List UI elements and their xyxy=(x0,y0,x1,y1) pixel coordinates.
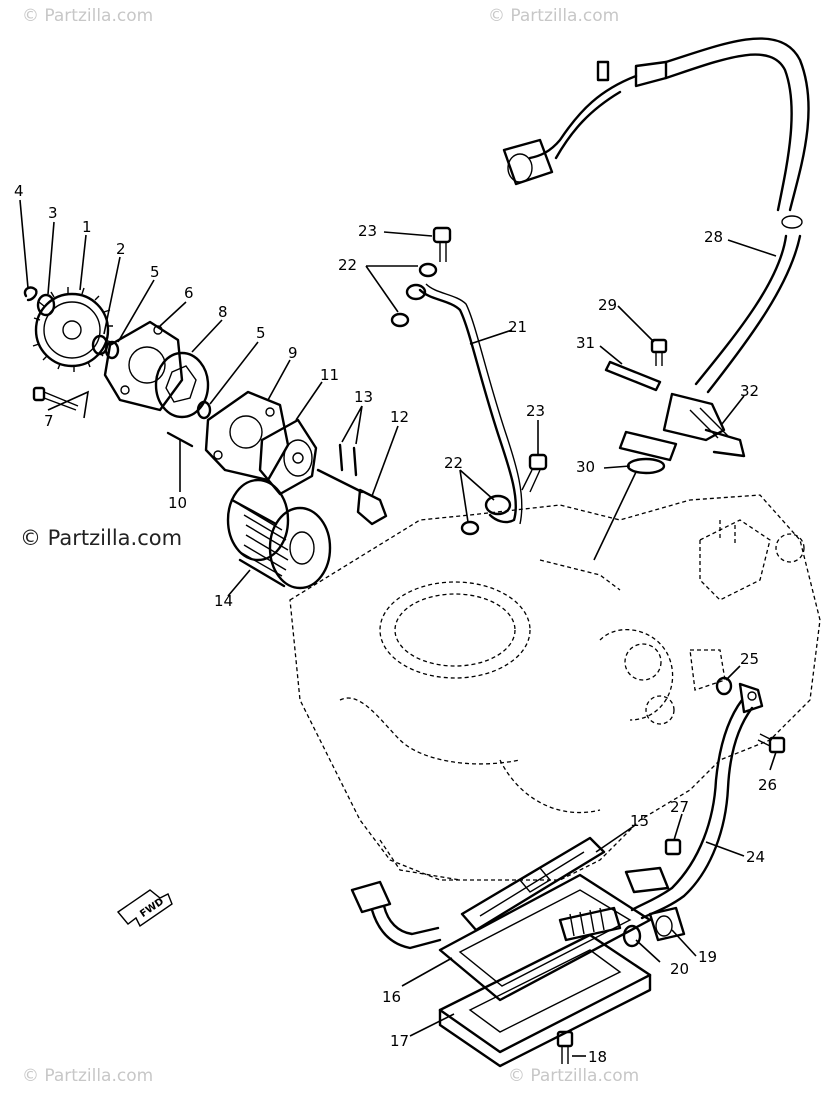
callout-15: 15 xyxy=(630,812,649,830)
callout-22-top: 22 xyxy=(338,256,357,274)
callout-9: 9 xyxy=(288,344,298,362)
callout-14: 14 xyxy=(214,592,233,610)
callout-21: 21 xyxy=(508,318,527,336)
callout-10: 10 xyxy=(168,494,187,512)
crankcase-outline xyxy=(289,494,821,881)
copper-washers-22-lower xyxy=(460,494,512,536)
callout-13: 13 xyxy=(354,388,373,406)
fwd-arrow: FWD xyxy=(116,889,173,928)
callout-11: 11 xyxy=(320,366,339,384)
copper-washers-22-top xyxy=(390,262,438,328)
leader-lines xyxy=(19,199,777,1057)
callout-8: 8 xyxy=(218,303,228,321)
callout-4: 4 xyxy=(14,182,24,200)
pump-rotor-8 xyxy=(154,351,210,419)
callout-7: 7 xyxy=(44,412,54,430)
o-ring-5a xyxy=(104,340,120,360)
drain-plug-19 xyxy=(648,906,686,942)
callout-31: 31 xyxy=(576,334,595,352)
filter-bolt-12 xyxy=(316,468,388,526)
banjo-bolt-23-top xyxy=(432,226,452,262)
callout-18: 18 xyxy=(588,1048,607,1066)
bolt-29 xyxy=(650,338,668,366)
callout-20: 20 xyxy=(670,960,689,978)
callout-23-top: 23 xyxy=(358,222,377,240)
callout-5b: 5 xyxy=(256,324,266,342)
bracket-31 xyxy=(604,360,662,392)
callout-27: 27 xyxy=(670,798,689,816)
callout-25: 25 xyxy=(740,650,759,668)
callout-6: 6 xyxy=(184,284,194,302)
callout-labels: 4 3 1 2 5 6 7 8 5 9 10 11 12 13 14 15 16… xyxy=(14,182,777,1066)
callout-24: 24 xyxy=(746,848,765,866)
pump-housing-9 xyxy=(204,390,290,482)
callout-16: 16 xyxy=(382,988,401,1006)
callout-12: 12 xyxy=(390,408,409,426)
outlet-pipe xyxy=(350,880,442,950)
dowel-pin-10 xyxy=(166,431,194,448)
callout-28: 28 xyxy=(704,228,723,246)
bottom-cover-17 xyxy=(438,933,652,1068)
oil-pump-drive-gear xyxy=(32,287,113,372)
filter-cover-11 xyxy=(258,418,318,496)
strainer-gasket-15 xyxy=(460,836,606,932)
bolt-18 xyxy=(556,1030,574,1064)
watermark-bottom-left: © Partzilla.com xyxy=(22,1066,154,1086)
watermark-bottom-right: © Partzilla.com xyxy=(508,1066,640,1086)
gasket-16 xyxy=(438,873,652,1002)
fwd-label: FWD xyxy=(138,896,166,920)
return-pipe-24 xyxy=(624,682,764,920)
strainer-20 xyxy=(558,906,642,948)
callout-17: 17 xyxy=(390,1032,409,1050)
callout-23-lower: 23 xyxy=(526,402,545,420)
bolt-27 xyxy=(664,838,682,856)
circlip-4 xyxy=(23,286,38,302)
washer-3 xyxy=(36,293,56,317)
callout-3: 3 xyxy=(48,204,58,222)
banjo-bolt-23-lower xyxy=(521,453,548,493)
callout-32: 32 xyxy=(740,382,759,400)
callout-1: 1 xyxy=(82,218,92,236)
dowel-pins-13 xyxy=(338,443,358,477)
fitting-32 xyxy=(662,392,746,458)
callout-2: 2 xyxy=(116,240,126,258)
o-ring-25 xyxy=(715,676,733,696)
callout-5a: 5 xyxy=(150,263,160,281)
watermark-top-right: © Partzilla.com xyxy=(488,6,620,26)
oil-filter-14 xyxy=(226,478,332,590)
callout-19: 19 xyxy=(698,948,717,966)
pump-cover-6 xyxy=(103,320,184,412)
callout-22-lower: 22 xyxy=(444,454,463,472)
callout-26: 26 xyxy=(758,776,777,794)
bolt-26 xyxy=(757,733,786,754)
oil-pipe-21 xyxy=(418,283,523,525)
oil-hose-28 xyxy=(502,37,810,394)
watermark-mid-left: © Partzilla.com xyxy=(20,526,183,550)
watermark-top-left: © Partzilla.com xyxy=(22,6,154,26)
o-ring-5b xyxy=(196,400,212,420)
callout-29: 29 xyxy=(598,296,617,314)
callout-30: 30 xyxy=(576,458,595,476)
